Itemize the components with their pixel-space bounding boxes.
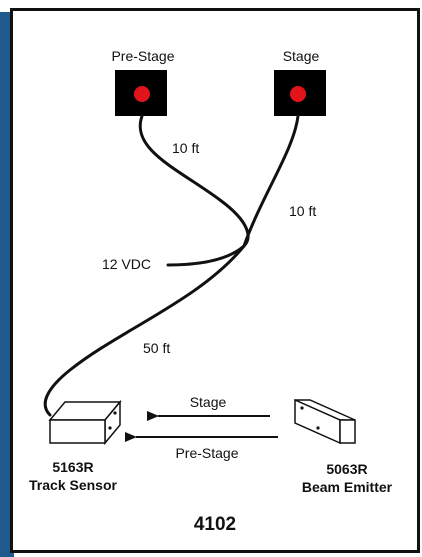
model-number: 4102 [194, 514, 236, 535]
stage-cable [242, 114, 300, 248]
main-cable-length: 50 ft [143, 340, 170, 356]
stage-beam-label: Stage [190, 394, 227, 410]
power-label: 12 VDC [102, 256, 151, 272]
sensor-name: Track Sensor [29, 477, 117, 493]
stage-lamp-icon [290, 86, 306, 102]
prestage-beam-label: Pre-Stage [175, 445, 238, 461]
beam-emitter-box [294, 398, 356, 445]
prestage-light-label: Pre-Stage [111, 48, 174, 64]
diagram-panel [10, 8, 420, 553]
track-sensor-box [48, 399, 122, 446]
power-cable [166, 244, 246, 267]
emitter-name: Beam Emitter [302, 479, 393, 495]
emitter-model: 5063R [326, 461, 367, 477]
prestage-cable [138, 114, 250, 248]
main-cable [43, 244, 246, 417]
stage-cable-length: 10 ft [289, 203, 316, 219]
prestage-cable-length: 10 ft [172, 140, 199, 156]
prestage-lamp-icon [134, 86, 150, 102]
stage-light-label: Stage [283, 48, 320, 64]
sensor-model: 5163R [52, 459, 93, 475]
